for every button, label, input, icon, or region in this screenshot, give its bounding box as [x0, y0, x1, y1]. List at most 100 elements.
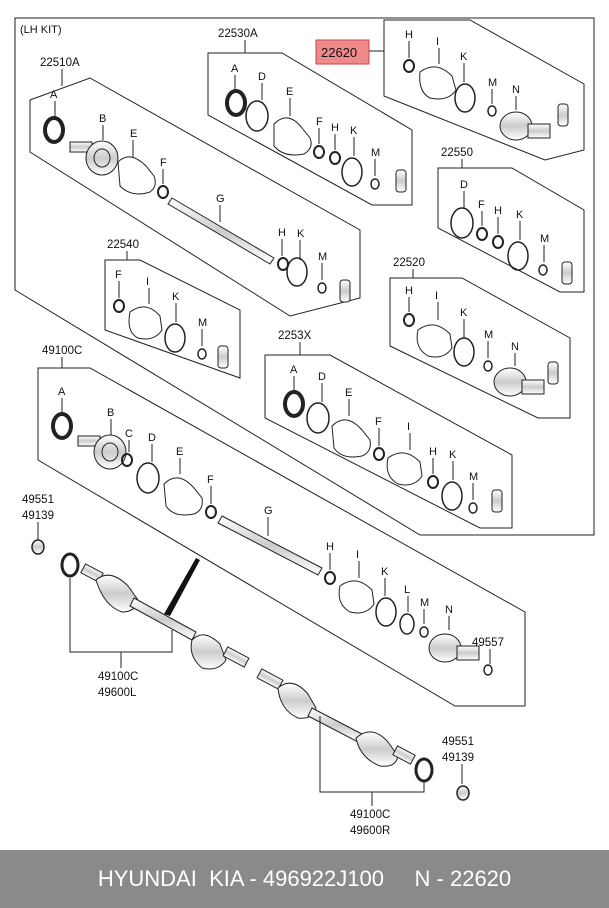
parts-diagram: (LH KIT) 22510A A B E F G H K M 22530A A…: [14, 17, 595, 837]
letter-F-49100C: F: [207, 474, 214, 486]
boot-I-2253X: [386, 452, 423, 486]
ring-A-2253X: [283, 390, 305, 418]
letter-I-22540: I: [146, 276, 149, 288]
driveshaft-right: [256, 668, 416, 767]
clamp-D-22550: [450, 207, 474, 239]
grease-2253X: [491, 489, 503, 513]
boot-I-22520: [416, 324, 453, 358]
boot-I-22620: [419, 66, 457, 100]
letter-A-2253X: A: [290, 364, 298, 376]
seal-L-49100C: [399, 613, 415, 635]
letter-A-22530A: A: [231, 63, 239, 75]
shaft-G-49100C: [217, 515, 323, 576]
letter-G-49100C: G: [264, 505, 273, 517]
letter-E-49100C: E: [176, 446, 183, 458]
clamp-K-22520: [453, 337, 475, 367]
driveshaft-left: [80, 563, 250, 670]
letter-N-22520: N: [511, 341, 519, 353]
letter-A-22510A: A: [50, 89, 58, 101]
box-22540: [104, 259, 241, 379]
clamp-D-2253X: [306, 402, 330, 434]
clamp-H-22510A: [277, 257, 289, 271]
letter-F-22550: F: [478, 199, 485, 211]
ring-M-22550: [538, 264, 548, 276]
letter-M-22520: M: [484, 329, 493, 341]
letter-I-22520: I: [435, 290, 438, 302]
letter-H-22520: H: [405, 285, 413, 297]
pn-22540: 22540: [107, 239, 139, 251]
boot-I-22540: [128, 306, 163, 340]
clamp-F-22530A: [313, 145, 325, 159]
box-49100C: [37, 367, 526, 707]
letter-D-49100C: D: [148, 432, 156, 444]
pn-22520: 22520: [393, 257, 425, 269]
letter-E-22510A: E: [130, 128, 137, 140]
letter-H-22530A: H: [331, 122, 339, 134]
pn-22550: 22550: [441, 147, 473, 159]
box-22530A: [207, 52, 413, 206]
cv-joint-B-22510A: [69, 140, 119, 176]
footer-bar: HYUNDAI KIA - 496922J100 N - 22620: [0, 850, 609, 908]
clamp-K-22620: [454, 83, 476, 113]
ring-M-2253X: [468, 502, 478, 514]
letter-E-22530A: E: [286, 86, 293, 98]
box-22520: [389, 277, 571, 419]
letter-M-22510A: M: [318, 251, 327, 263]
shaft-G-22510A: [167, 197, 275, 265]
letter-F-22530A: F: [316, 116, 323, 128]
clamp-F-22510A: [157, 185, 169, 199]
boot-I-49100C: [338, 580, 375, 614]
pointer-wedge: [164, 558, 200, 616]
letter-K-2253X: K: [449, 449, 457, 461]
letter-M-22620: M: [488, 77, 497, 89]
box-2253X: [264, 354, 513, 529]
letter-D-22550: D: [460, 179, 468, 191]
ring-M-22510A: [317, 282, 327, 294]
lh-kit-frame: [14, 17, 595, 536]
letter-B-22510A: B: [99, 113, 106, 125]
pn-22620[interactable]: 22620: [321, 45, 357, 60]
pn-49600L: 49600L: [98, 687, 137, 699]
clamp-K-22540: [164, 323, 186, 353]
clamp-K-22510A: [286, 257, 308, 287]
outer-joint-N-22620: [499, 111, 551, 141]
clamp-K-2253X: [441, 481, 463, 511]
letter-M-22550: M: [540, 233, 549, 245]
grease-22530A: [395, 169, 407, 193]
ring-A-22510A: [43, 116, 65, 144]
pn-49600R: 49600R: [350, 825, 390, 837]
pn-49557: 49557: [472, 637, 504, 649]
box-22620: [383, 19, 585, 161]
letter-N-49100C: N: [445, 604, 453, 616]
pn-2253X: 2253X: [278, 330, 312, 342]
boot-E-22530A: [273, 117, 312, 156]
letter-L-49100C: L: [404, 584, 410, 596]
boot-E-49100C: [163, 477, 203, 516]
grease-22510A: [339, 279, 351, 303]
letter-H-22550: H: [494, 205, 502, 217]
letter-F-22540: F: [115, 269, 122, 281]
lh-kit-label: (LH KIT): [20, 24, 62, 36]
pn-49551-b: 49551: [442, 736, 474, 748]
pn-49551-a: 49551: [22, 494, 54, 506]
clamp-H-2253X: [427, 475, 439, 489]
boot-E-22510A: [117, 156, 156, 195]
clamp-F-22540: [113, 299, 125, 313]
letter-K-22530A: K: [350, 125, 358, 137]
letter-M-22540: M: [198, 317, 207, 329]
boot-E-2253X: [331, 419, 371, 458]
ring-A-22530A: [225, 89, 247, 117]
ring-M-22520: [483, 360, 493, 372]
pn-22620-highlight[interactable]: [315, 39, 370, 65]
cv-joint-B-49100C: [77, 434, 127, 470]
letter-K-49100C: K: [381, 566, 389, 578]
letter-I-2253X: I: [407, 421, 410, 433]
letter-H-22620: H: [405, 29, 413, 41]
letter-K-22520: K: [460, 307, 468, 319]
letter-M-22530A: M: [371, 147, 380, 159]
letter-K-22550: K: [516, 209, 524, 221]
pn-49100C-right: 49100C: [350, 809, 390, 821]
grease-22620: [557, 103, 569, 127]
clamp-F-49100C: [205, 505, 217, 519]
outer-joint-N-22520: [493, 367, 545, 397]
